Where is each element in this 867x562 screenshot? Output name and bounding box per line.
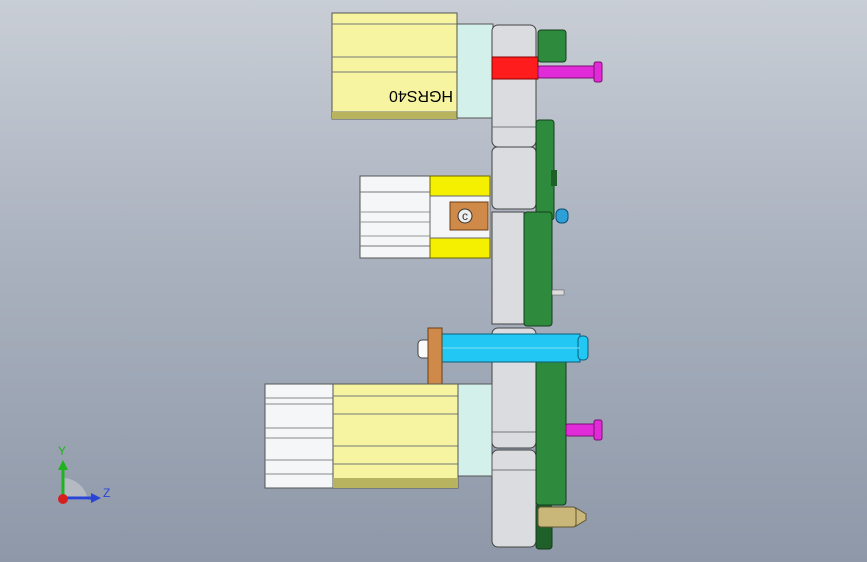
- yellow-jaw-top[interactable]: [429, 175, 491, 197]
- axis-triad: Y Z: [58, 444, 110, 504]
- x-axis-icon: [58, 494, 68, 504]
- top-cylinder-cap: [456, 23, 494, 119]
- z-axis-label: Z: [103, 486, 110, 500]
- top-green-block[interactable]: [537, 29, 567, 63]
- magenta-pin-top[interactable]: [537, 61, 603, 83]
- magenta-pin-bottom[interactable]: [565, 419, 603, 441]
- main-plate[interactable]: [491, 24, 537, 548]
- top-cylinder[interactable]: HGRS40: [331, 12, 494, 120]
- brass-pin[interactable]: [537, 506, 587, 528]
- yellow-jaw-bottom[interactable]: [429, 237, 491, 259]
- bottom-cylinder[interactable]: [264, 383, 493, 489]
- y-axis-label: Y: [58, 444, 66, 458]
- screw-icon: [457, 208, 473, 224]
- middle-gripper[interactable]: c: [359, 175, 491, 259]
- part-label: HGRS40: [389, 87, 453, 104]
- svg-text:c: c: [462, 209, 468, 223]
- copper-post[interactable]: [427, 327, 443, 385]
- blue-knob[interactable]: [555, 208, 569, 224]
- top-cylinder-body: [331, 12, 458, 120]
- red-block[interactable]: [491, 56, 539, 80]
- blue-rod[interactable]: [417, 333, 589, 363]
